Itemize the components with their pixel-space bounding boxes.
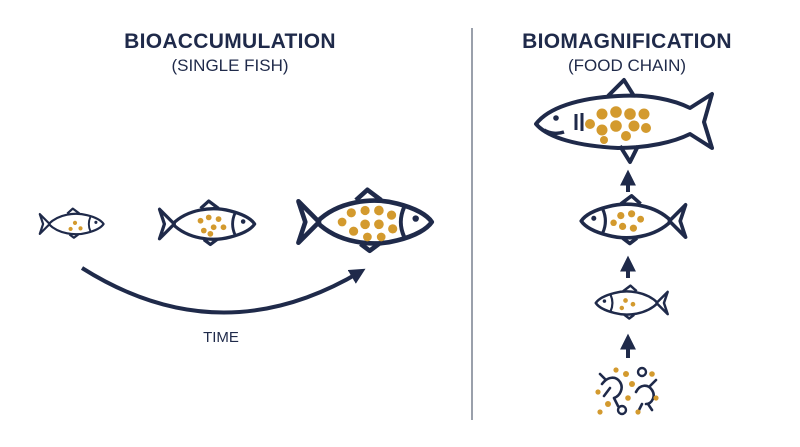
large-fish-icon	[298, 190, 431, 251]
biomagnification-subtitle: (FOOD CHAIN)	[567, 56, 687, 75]
small-fish-icon	[38, 207, 105, 239]
panel-divider	[471, 28, 473, 420]
time-arrow-icon	[80, 266, 366, 315]
biomagnification-title: BIOMAGNIFICATION	[522, 30, 732, 53]
bioaccumulation-title: BIOACCUMULATION	[124, 30, 336, 53]
plankton-icon	[595, 366, 659, 416]
medium-fish-icon	[579, 194, 688, 246]
time-label: TIME	[203, 329, 239, 346]
small-fish-icon	[594, 284, 669, 320]
medium-fish-icon	[157, 199, 257, 247]
bioaccumulation-subtitle: (SINGLE FISH)	[171, 56, 289, 75]
shark-icon	[534, 78, 714, 164]
